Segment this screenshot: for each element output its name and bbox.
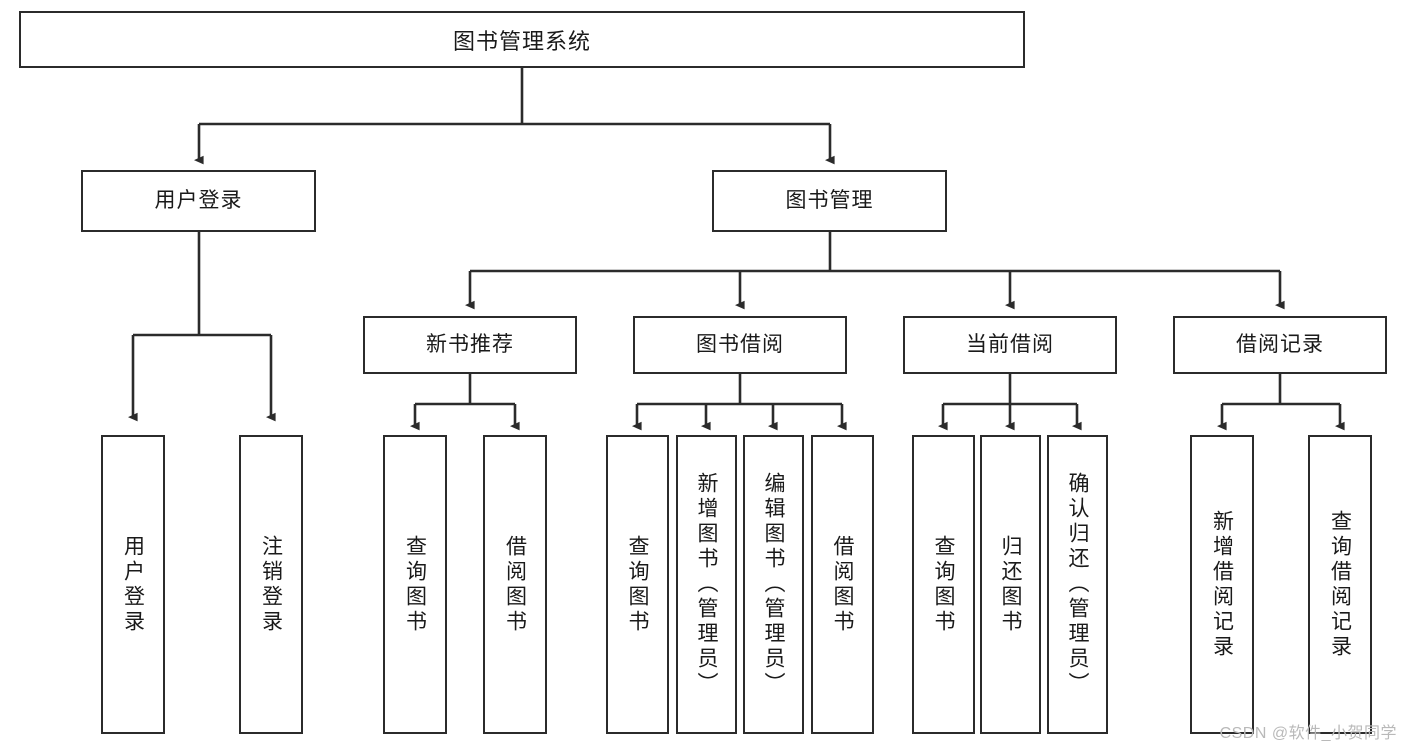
leaf-label: 查询图书	[626, 534, 649, 635]
leaf-label: 查询借阅记录	[1328, 509, 1352, 660]
node-book-borrow-label: 图书借阅	[696, 333, 784, 357]
leaf-current-confirm-return-admin[interactable]: 确认归还（管理员）	[1047, 435, 1108, 734]
leaf-borrow-edit-book-admin[interactable]: 编辑图书（管理员）	[743, 435, 804, 734]
leaf-label: 编辑图书（管理员）	[762, 472, 785, 697]
node-current-borrow[interactable]: 当前借阅	[903, 316, 1117, 374]
node-root-system[interactable]: 图书管理系统	[19, 11, 1025, 68]
watermark-text: CSDN @软件_小贺同学	[1219, 725, 1397, 742]
leaf-current-query-book[interactable]: 查询图书	[912, 435, 975, 734]
leaf-borrow-borrow-book[interactable]: 借阅图书	[811, 435, 874, 734]
leaf-label: 用户登录	[121, 534, 145, 635]
node-new-book-recommend-label: 新书推荐	[426, 333, 514, 357]
node-borrow-record-label: 借阅记录	[1236, 333, 1324, 357]
leaf-label: 注销登录	[259, 534, 283, 635]
node-book-management-label: 图书管理	[785, 189, 874, 213]
leaf-current-return-book[interactable]: 归还图书	[980, 435, 1041, 734]
leaf-label: 归还图书	[999, 534, 1022, 635]
node-root-label: 图书管理系统	[452, 28, 591, 54]
leaf-label: 确认归还（管理员）	[1066, 472, 1089, 697]
node-new-book-recommend[interactable]: 新书推荐	[363, 316, 577, 374]
leaf-label: 查询图书	[403, 534, 427, 635]
leaf-label: 新增借阅记录	[1210, 509, 1234, 660]
leaf-recommend-query-book[interactable]: 查询图书	[383, 435, 447, 734]
leaf-user-login-login[interactable]: 用户登录	[101, 435, 165, 734]
leaf-label: 新增图书（管理员）	[695, 472, 718, 697]
leaf-user-login-logout[interactable]: 注销登录	[239, 435, 303, 734]
leaf-label: 查询图书	[932, 534, 955, 635]
leaf-recommend-borrow-book[interactable]: 借阅图书	[483, 435, 547, 734]
leaf-label: 借阅图书	[831, 534, 854, 635]
leaf-label: 借阅图书	[503, 534, 527, 635]
leaf-borrow-query-book[interactable]: 查询图书	[606, 435, 669, 734]
node-user-login[interactable]: 用户登录	[81, 170, 316, 232]
node-borrow-record[interactable]: 借阅记录	[1173, 316, 1387, 374]
leaf-record-query-record[interactable]: 查询借阅记录	[1308, 435, 1372, 734]
leaf-record-add-record[interactable]: 新增借阅记录	[1190, 435, 1254, 734]
node-current-borrow-label: 当前借阅	[966, 333, 1054, 357]
node-book-borrow[interactable]: 图书借阅	[633, 316, 847, 374]
node-user-login-label: 用户登录	[154, 189, 243, 213]
node-book-management[interactable]: 图书管理	[712, 170, 947, 232]
leaf-borrow-add-book-admin[interactable]: 新增图书（管理员）	[676, 435, 737, 734]
